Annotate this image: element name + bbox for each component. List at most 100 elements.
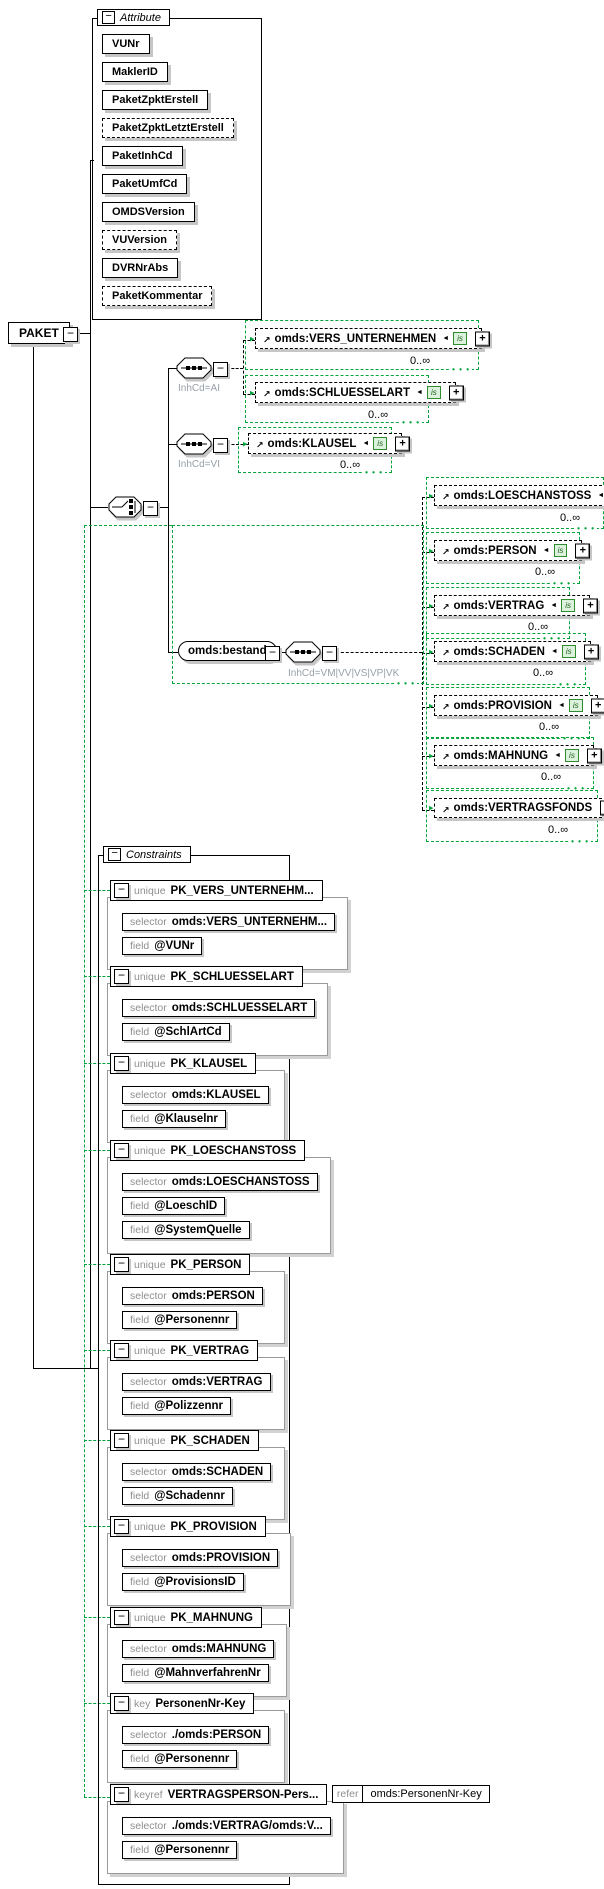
constraint-header[interactable]: − unique PK_MAHNUNG [110, 1607, 262, 1628]
conditional-line [84, 1526, 110, 1527]
constraint-field[interactable]: field@Schadennr [122, 1487, 233, 1505]
attribute-paketinhcd[interactable]: PaketInhCd [102, 146, 183, 166]
constraint-field[interactable]: field@Polizzennr [122, 1397, 231, 1415]
collapse-icon[interactable]: − [213, 362, 228, 377]
attribute-group-header: − Attribute [97, 9, 170, 26]
collapse-icon[interactable]: − [114, 1433, 129, 1448]
element-ref-provision[interactable]: ▸ ↗ omds:PROVISION ◄ is + [429, 695, 604, 716]
ref-entry-icon: ▸ [429, 490, 434, 500]
collapse-icon[interactable]: − [213, 438, 228, 453]
constraint-selector[interactable]: selector./omds:VERTRAG/omds:V... [122, 1817, 331, 1835]
collapse-icon[interactable]: − [114, 1343, 129, 1358]
element-ref-vertragsfonds[interactable]: ▸ ↗ omds:VERTRAGSFONDS + [429, 798, 604, 818]
collapse-icon[interactable]: − [114, 969, 129, 984]
root-element-paket[interactable]: PAKET [8, 322, 70, 344]
attribute-vuversion[interactable]: VUVersion [102, 230, 178, 250]
collapse-icon[interactable]: − [114, 1787, 129, 1802]
collapse-icon[interactable]: − [114, 1696, 129, 1711]
constraint-selector[interactable]: selector./omds:PERSON [122, 1726, 270, 1744]
collapse-icon[interactable]: − [102, 11, 115, 24]
constraints-group-frame [98, 855, 290, 1885]
expand-icon[interactable]: + [448, 385, 464, 400]
constraint-header[interactable]: − unique PK_SCHLUESSELART [110, 966, 303, 987]
collapse-icon[interactable]: − [143, 501, 158, 516]
expand-icon[interactable]: + [474, 331, 490, 346]
collapse-icon[interactable]: − [114, 1056, 129, 1071]
element-ref-klausel[interactable]: ▸ ↗ omds:KLAUSEL ◄ is + [243, 433, 411, 454]
occurrence-label: 0..∞ [539, 721, 560, 733]
constraint-header[interactable]: − unique PK_PROVISION [110, 1516, 266, 1537]
expand-icon[interactable]: + [590, 698, 604, 713]
element-ref-loeschanstoss[interactable]: ▸ ↗ omds:LOESCHANSTOSS ◄ is + [429, 485, 604, 506]
element-label: omds:PERSON [453, 544, 537, 557]
attribute-omdsversion[interactable]: OMDSVersion [102, 202, 195, 222]
collapse-icon[interactable]: − [108, 848, 121, 861]
constraint-header[interactable]: − unique PK_VERTRAG [110, 1340, 259, 1361]
constraint-header[interactable]: − unique PK_PERSON [110, 1254, 251, 1275]
constraint-field[interactable]: field@MahnverfahrenNr [122, 1664, 269, 1682]
constraint-header[interactable]: − unique PK_KLAUSEL [110, 1053, 257, 1074]
constraint-header[interactable]: − key PersonenNr-Key [110, 1693, 255, 1714]
element-ref-mahnung[interactable]: ▸ ↗ omds:MAHNUNG ◄ is + [429, 745, 602, 766]
constraint-header[interactable]: − unique PK_SCHADEN [110, 1430, 259, 1451]
collapse-icon[interactable]: − [114, 883, 129, 898]
collapse-icon[interactable]: − [63, 327, 78, 342]
element-ref-vertrag[interactable]: ▸ ↗ omds:VERTRAG ◄ is + [429, 595, 598, 616]
collapse-icon[interactable]: − [322, 646, 337, 661]
collapse-icon[interactable]: − [114, 1257, 129, 1272]
constraint-field[interactable]: field@Personennr [122, 1750, 238, 1768]
attribute-paketzpkterstell[interactable]: PaketZpktErstell [102, 90, 209, 110]
expand-icon[interactable]: + [583, 644, 599, 659]
reference-arrow-icon: ↗ [442, 602, 450, 612]
expand-icon[interactable]: + [583, 598, 598, 613]
constraint-field[interactable]: field@SystemQuelle [122, 1221, 250, 1239]
constraint-field[interactable]: field@Klauselnr [122, 1110, 226, 1128]
occurrence-label: 0..∞ [528, 621, 549, 633]
attribute-maklerid[interactable]: MaklerID [102, 62, 168, 82]
expand-icon[interactable]: + [586, 748, 602, 763]
element-bestand[interactable]: omds:bestand [178, 641, 277, 661]
expand-icon[interactable]: + [575, 543, 591, 558]
element-ref-person[interactable]: ▸ ↗ omds:PERSON ◄ is + [429, 540, 591, 561]
constraint-header[interactable]: − keyref VERTRAGSPERSON-Pers... [110, 1784, 328, 1805]
occurrence-label: 0..∞ [535, 566, 556, 578]
collapse-icon[interactable]: − [114, 1610, 129, 1625]
element-ref-schaden[interactable]: ▸ ↗ omds:SCHADEN ◄ is + [429, 641, 599, 662]
collapse-icon[interactable]: − [265, 646, 280, 661]
attribute-paketkommentar[interactable]: PaketKommentar [102, 286, 213, 306]
constraint-field[interactable]: field@Personennr [122, 1841, 238, 1859]
constraint-field[interactable]: field@VUNr [122, 937, 203, 955]
element-ref-vers-unternehmen[interactable]: ▸ ↗ omds:VERS_UNTERNEHMEN ◄ is + [250, 328, 490, 349]
constraint-field[interactable]: field@Personennr [122, 1311, 238, 1329]
attribute-vunr[interactable]: VUNr [102, 34, 150, 54]
constraint-header[interactable]: − unique PK_VERS_UNTERNEHM... [110, 880, 323, 901]
expand-icon[interactable]: + [395, 436, 411, 451]
constraint-field[interactable]: field@SchlArtCd [122, 1023, 230, 1041]
constraint-header[interactable]: − unique PK_LOESCHANSTOSS [110, 1140, 306, 1161]
occurrence-label: 0..∞ [548, 824, 569, 836]
ref-entry-icon: ▸ [429, 802, 434, 813]
condition-label: InhCd=VM|VV|VS|VP|VK [288, 668, 400, 679]
element-ref-schluesselart[interactable]: ▸ ↗ omds:SCHLUESSELART ◄ is + [250, 382, 464, 403]
collapse-icon[interactable]: − [114, 1519, 129, 1534]
element-label: omds:SCHLUESSELART [274, 386, 410, 399]
constraint-field[interactable]: field@LoeschID [122, 1197, 226, 1215]
attribute-paketzpktletzterstell[interactable]: PaketZpktLetztErstell [102, 118, 234, 138]
collapse-icon[interactable]: − [114, 1143, 129, 1158]
expand-icon[interactable]: + [600, 800, 604, 816]
attribute-dvrnrabs[interactable]: DVRNrAbs [102, 258, 179, 278]
constraint-field[interactable]: field@ProvisionsID [122, 1573, 244, 1591]
constraint-personennr-key: − key PersonenNr-Key selector./omds:PERS… [107, 1693, 285, 1783]
attribute-paketumfcd[interactable]: PaketUmfCd [102, 174, 188, 194]
